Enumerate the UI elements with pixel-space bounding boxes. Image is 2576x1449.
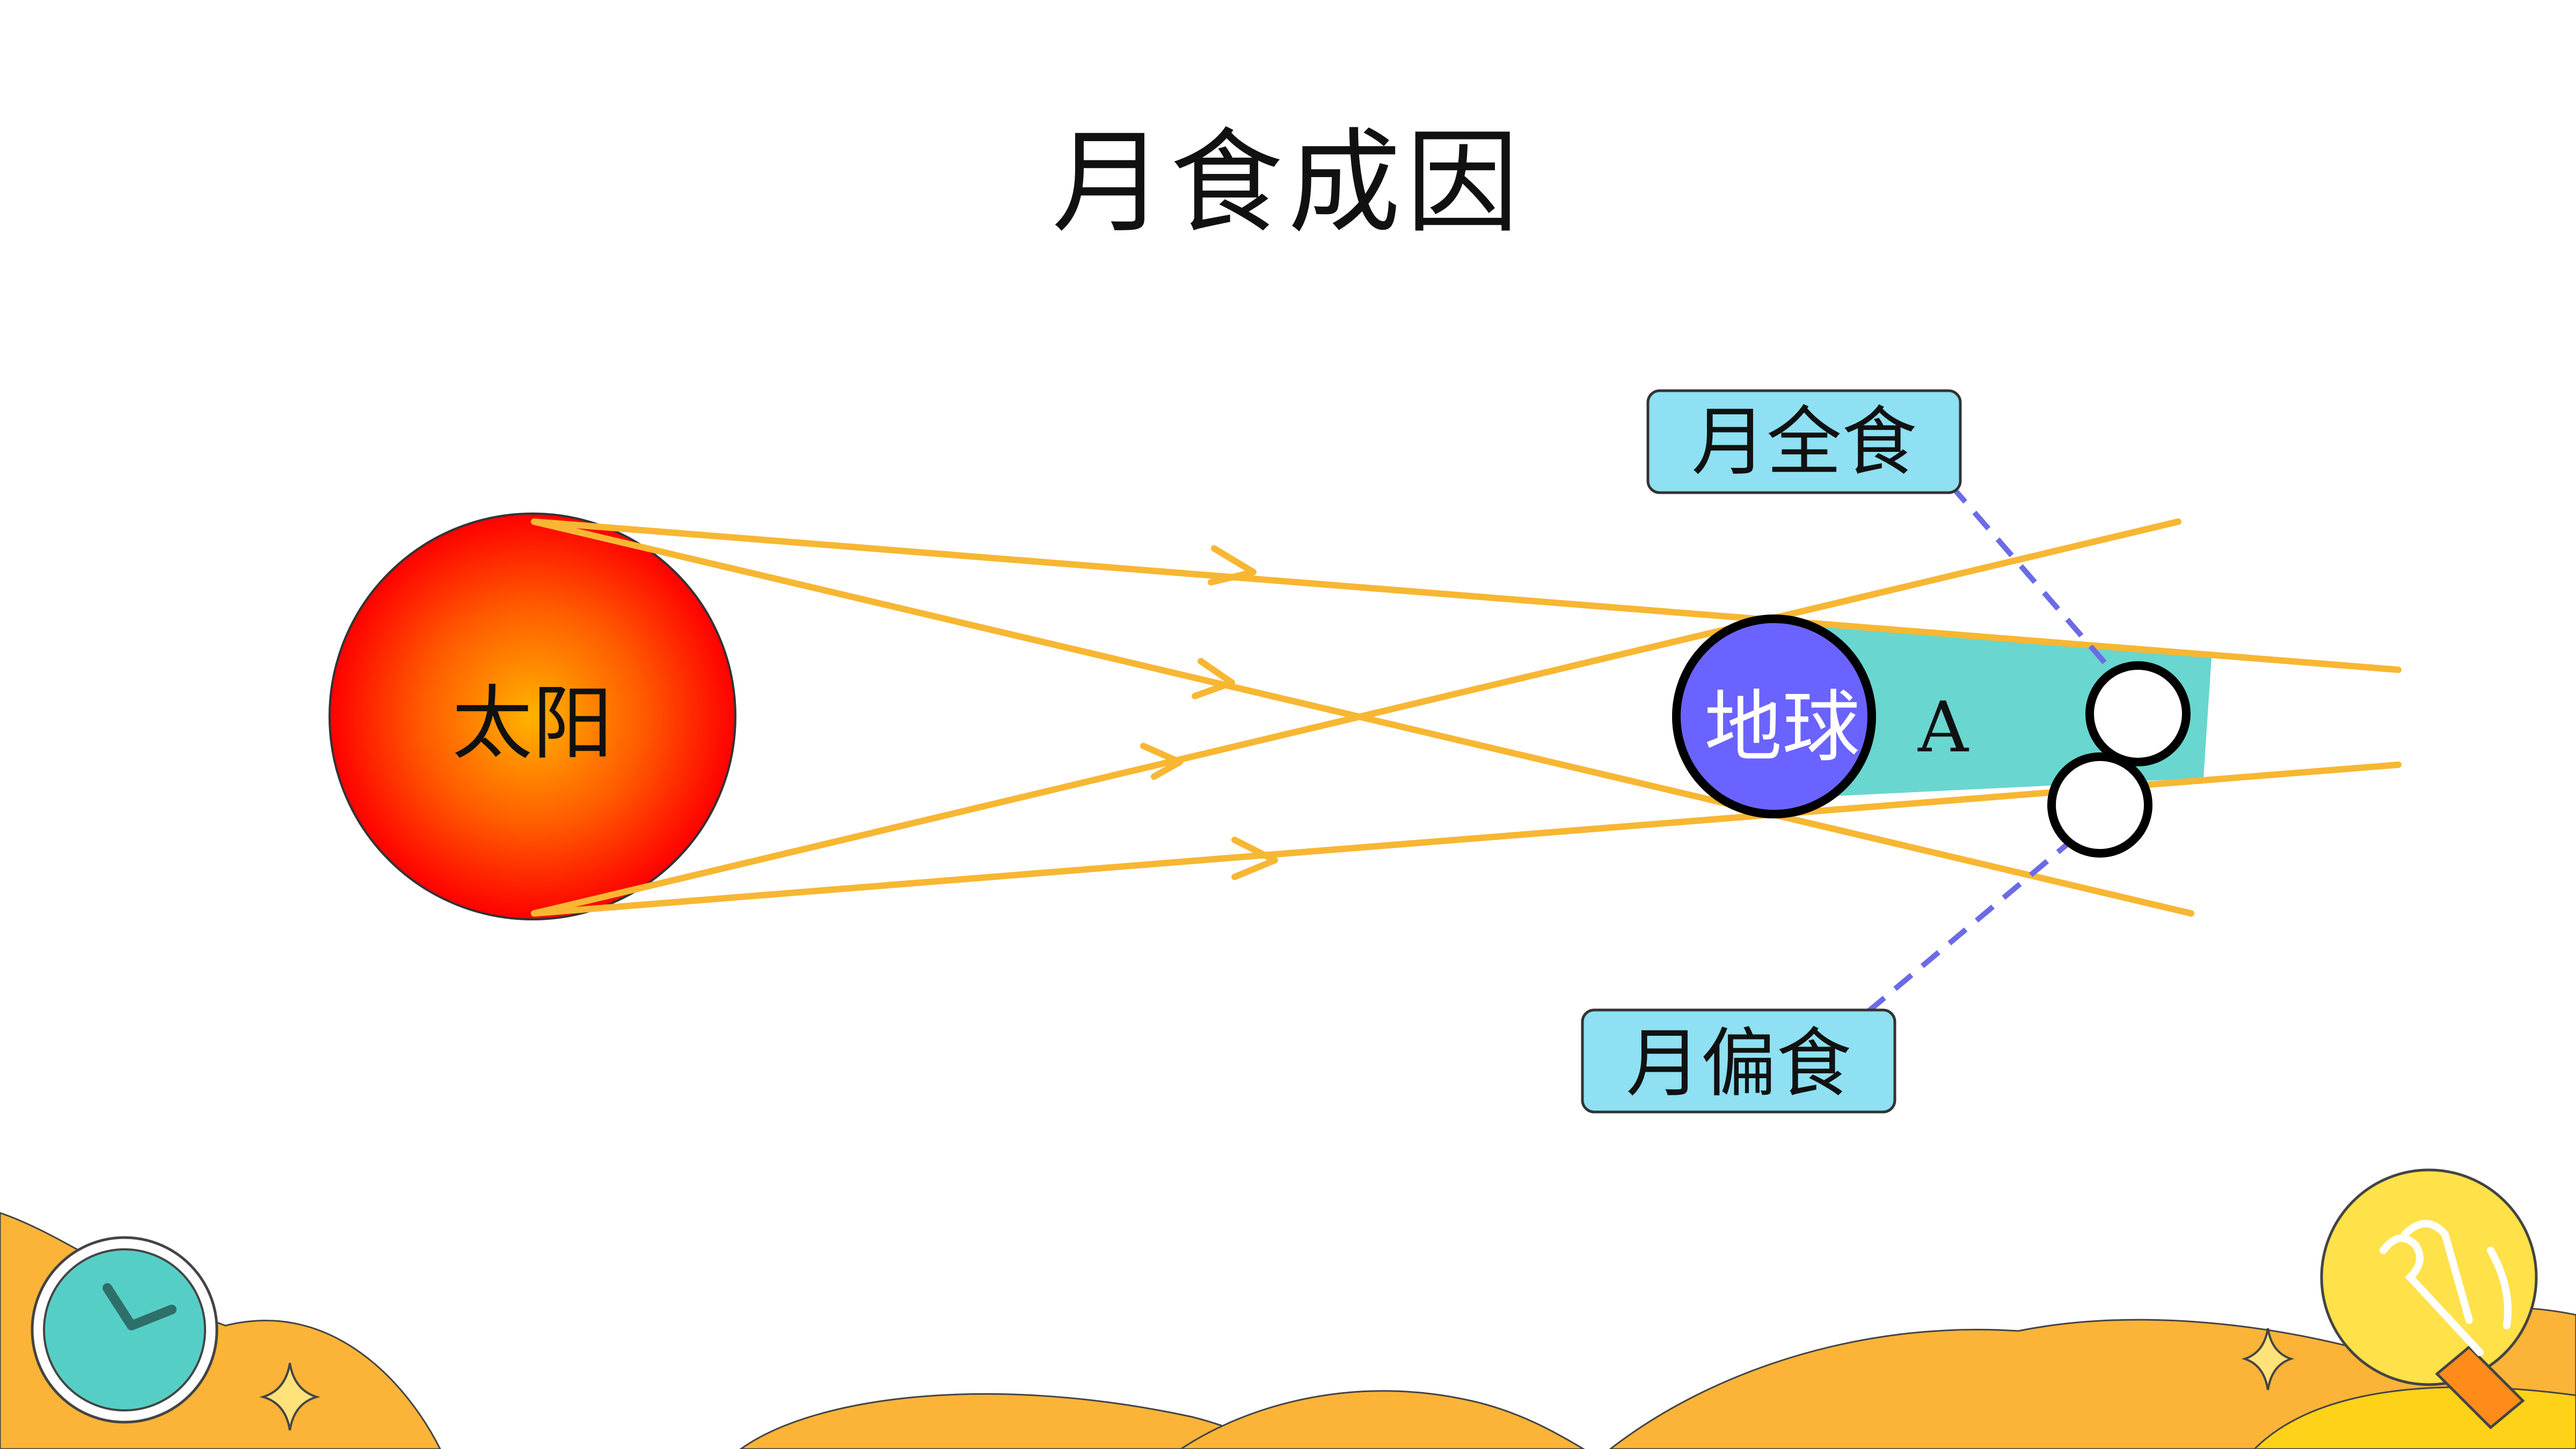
page-title: 月食成因 bbox=[1052, 117, 1524, 248]
callout-connectors bbox=[1866, 484, 2112, 1014]
moon-total-eclipse bbox=[2085, 661, 2191, 766]
clock-icon bbox=[31, 1236, 218, 1424]
callout-box bbox=[1581, 1008, 1896, 1114]
sun-label: 太阳 bbox=[452, 677, 613, 771]
arrow-icon bbox=[1192, 658, 1235, 699]
callout-box bbox=[1646, 389, 1962, 494]
connector-total bbox=[1949, 484, 2112, 670]
sparkle-icon bbox=[259, 1363, 320, 1431]
callout-total-eclipse: 月全食 bbox=[1646, 389, 1962, 494]
connector-partial bbox=[1866, 840, 2071, 1014]
footer-decoration bbox=[0, 1168, 2576, 1449]
ray-arrows bbox=[1140, 545, 1278, 880]
lightbulb-icon bbox=[2320, 1168, 2538, 1430]
earth bbox=[1672, 614, 1876, 818]
arrow-icon bbox=[1140, 743, 1183, 780]
ray-bottom-cross bbox=[531, 518, 2181, 917]
sparkle-icon bbox=[2241, 1328, 2295, 1391]
umbra-label: A bbox=[1917, 686, 1969, 768]
sun bbox=[329, 513, 736, 920]
callout-partial-eclipse: 月偏食 bbox=[1581, 1008, 1896, 1114]
callout-partial-label: 月偏食 bbox=[1626, 1020, 1851, 1108]
arrow-icon bbox=[1231, 837, 1278, 880]
footer-wave-center bbox=[1179, 1390, 1585, 1449]
moon-partial-eclipse bbox=[2047, 752, 2152, 858]
arrow-icon bbox=[1208, 545, 1257, 586]
ray-top-upper bbox=[531, 518, 2402, 673]
earth-label: 地球 bbox=[1704, 682, 1860, 773]
callout-total-label: 月全食 bbox=[1691, 399, 1917, 486]
